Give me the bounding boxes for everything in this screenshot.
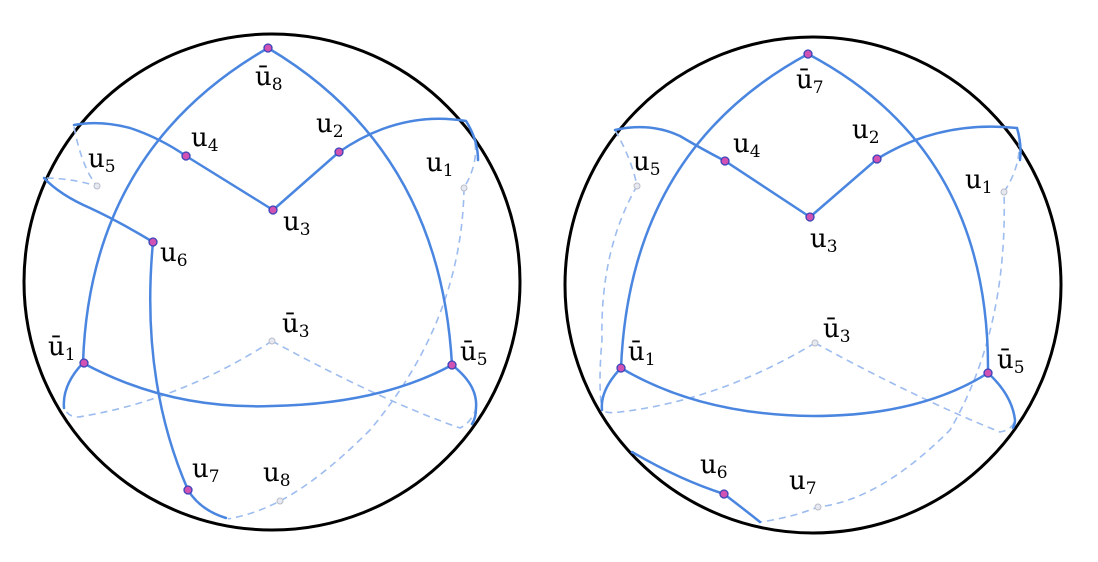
right-vertex-ubar3 — [811, 339, 819, 347]
left-label-ubar8: ū8 — [255, 62, 283, 95]
right-arc-ubar7-ubar1 — [619, 52, 810, 370]
left-label-u4: u4 — [191, 123, 219, 156]
right-vertex-ubar1 — [616, 363, 626, 373]
right-arc-ubar1-edge — [600, 366, 623, 412]
right-label-ubar3: ū3 — [823, 314, 851, 347]
right-labels: ū7 u2 u4 u5 u1 u3 ū3 ū1 ū5 u6 u7 — [628, 65, 1025, 499]
left-label-ubar1: ū1 — [48, 332, 76, 365]
right-back-arc-u5 — [599, 129, 638, 411]
right-label-ubar1: ū1 — [628, 337, 656, 370]
right-vertex-u6 — [719, 489, 729, 499]
left-arc-ubar5-edge — [450, 363, 478, 426]
left-sphere-outline — [22, 32, 522, 532]
left-visible-arcs — [42, 46, 480, 520]
right-sphere-figure: ū7 u2 u4 u5 u1 u3 ū3 ū1 ū5 u6 u7 — [563, 35, 1063, 535]
left-label-u5: u5 — [88, 144, 116, 177]
left-vertex-ubar3 — [268, 337, 276, 345]
left-label-u7: u7 — [192, 454, 220, 487]
right-label-u5: u5 — [633, 147, 661, 180]
left-back-arc-ubar3-left — [63, 340, 273, 418]
right-vertex-u7 — [814, 503, 822, 511]
left-vertex-ubar8 — [263, 43, 273, 53]
left-back-arc-ubar3-right — [271, 340, 477, 429]
left-arc-u6-u7 — [149, 240, 228, 520]
right-vertex-u3 — [805, 212, 815, 222]
right-arc-ubar5-edge — [986, 371, 1017, 430]
right-label-u6: u6 — [700, 450, 728, 483]
right-label-ubar5: ū5 — [997, 345, 1025, 378]
right-label-u2: u2 — [852, 115, 880, 148]
left-arc-ubar8-ubar1 — [81, 46, 270, 365]
right-vertex-ubar7 — [803, 49, 813, 59]
left-arc-u3-u1 — [271, 117, 480, 212]
right-label-u3: u3 — [810, 224, 838, 257]
right-back-arc-ubar3-left — [601, 342, 816, 414]
left-vertex-u3 — [268, 205, 278, 215]
right-arc-u6 — [630, 450, 762, 524]
left-vertex-u7 — [183, 485, 193, 495]
right-label-ubar7: ū7 — [796, 65, 824, 98]
right-label-u4: u4 — [733, 129, 761, 162]
left-vertex-u5 — [93, 182, 101, 190]
right-vertex-u2 — [872, 154, 882, 164]
left-vertex-u4 — [181, 151, 191, 161]
left-label-u8: u8 — [263, 458, 291, 491]
right-vertex-u4 — [720, 156, 730, 166]
right-vertex-u5 — [633, 182, 641, 190]
left-label-u3: u3 — [283, 207, 311, 240]
left-label-u2: u2 — [316, 109, 344, 142]
right-sphere-outline — [563, 35, 1063, 535]
left-label-ubar3: ū3 — [282, 309, 310, 342]
left-label-u1: u1 — [426, 148, 454, 181]
left-labels: ū8 u2 u4 u5 u1 u3 u6 ū3 ū1 ū5 u7 u8 — [48, 62, 488, 491]
left-vertex-u6 — [148, 237, 158, 247]
left-hidden-arcs — [43, 120, 477, 520]
right-arc-ubar7-ubar5 — [806, 52, 990, 375]
left-arc-ubar1-edge — [62, 361, 85, 410]
left-arc-ubar8-ubar5 — [266, 46, 454, 367]
left-vertices — [79, 43, 468, 505]
right-hidden-arcs — [599, 127, 1020, 523]
right-label-u1: u1 — [965, 165, 993, 198]
left-back-arc-u1-u8 — [227, 187, 465, 520]
right-vertex-u1 — [1000, 188, 1008, 196]
left-vertex-u1 — [460, 184, 468, 192]
left-arc-u5-u6 — [42, 176, 155, 244]
right-arc-u5-u3 — [613, 125, 812, 219]
left-vertex-u8 — [276, 497, 284, 505]
left-label-u6: u6 — [160, 238, 188, 271]
left-vertex-u2 — [334, 147, 344, 157]
right-arc-u3-u1 — [808, 125, 1022, 219]
left-arc-equator — [81, 361, 454, 408]
left-vertex-ubar5 — [447, 360, 457, 370]
right-vertex-ubar5 — [983, 368, 993, 378]
right-visible-arcs — [600, 52, 1022, 524]
left-arc-u5-u3 — [72, 121, 275, 212]
right-vertices — [616, 49, 1008, 511]
left-sphere-figure: ū8 u2 u4 u5 u1 u3 u6 ū3 ū1 ū5 u7 u8 — [22, 32, 522, 532]
right-arc-equator — [619, 366, 990, 418]
right-label-u7: u7 — [789, 466, 817, 499]
right-back-arc-ubar3-right — [814, 342, 1016, 433]
left-label-ubar5: ū5 — [460, 337, 488, 370]
left-vertex-ubar1 — [79, 358, 89, 368]
